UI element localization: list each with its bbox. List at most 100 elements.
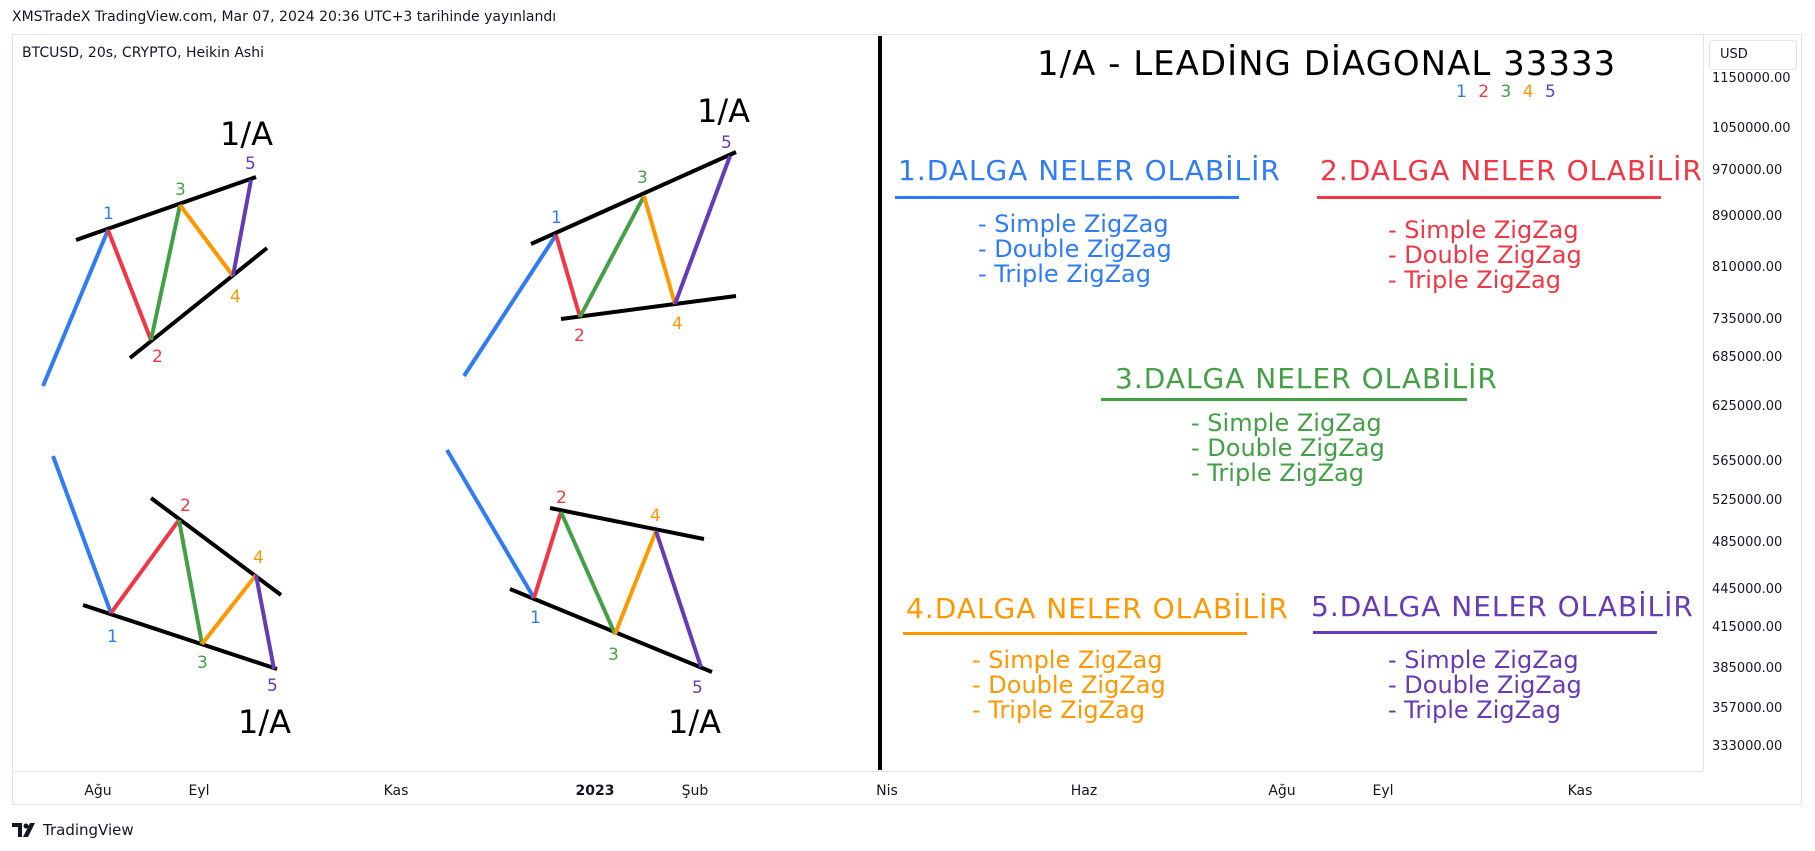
wave-5 [654,530,703,668]
upper-trendline [149,496,283,597]
wave-number-4: 4 [672,314,683,334]
upper-trendline [75,175,257,242]
wave-5-item-1: - Simple ZigZag [1388,646,1579,674]
wave-2 [106,229,153,341]
wave-2-heading: 2.DALGA NELER OLABİLİR [1320,154,1703,187]
diagram-bottom-right: 1 2 3 4 5 1/A [445,448,721,741]
price-tick: 685000.00 [1712,350,1783,365]
price-tick: 970000.00 [1712,163,1783,178]
wave-5-underline [1313,631,1657,634]
price-tick: 890000.00 [1712,209,1783,224]
wave-2 [554,234,582,318]
wave-1-item-2: - Double ZigZag [978,235,1172,263]
wave-3-item-2: - Double ZigZag [1191,434,1385,462]
time-tick: 2023 [575,783,615,799]
diagram-top-left: 1 2 3 4 5 1/A [41,115,273,387]
wave-4-item-2: - Double ZigZag [972,671,1166,699]
wave-5-item-2: - Double ZigZag [1388,671,1582,699]
wave-number-2: 2 [556,488,567,508]
time-tick: Kas [1567,783,1593,799]
wave-number-4: 4 [650,506,661,526]
wave-1-item-1: - Simple ZigZag [978,210,1169,238]
legend-5: 5 [1544,82,1559,102]
wave-5 [254,574,276,670]
wave-number-1: 1 [551,208,562,228]
lower-trendline [509,587,713,674]
wave-2-item-3: - Triple ZigZag [1388,266,1561,294]
wave-4-underline [903,632,1247,635]
upper-trendline [530,150,737,246]
price-tick: 1150000.00 [1712,71,1791,86]
title-legend: 1 2 3 4 5 [1456,82,1559,102]
time-tick: Şub [681,783,709,799]
price-tick: 565000.00 [1712,454,1783,469]
price-tick: 357000.00 [1712,701,1783,716]
wave-1 [51,455,113,614]
wave-3 [177,519,204,645]
wave-number-4: 4 [253,548,264,568]
wave-2-item-2: - Double ZigZag [1388,241,1582,269]
tradingview-logo[interactable]: TradingView [12,821,134,839]
time-axis[interactable] [13,771,1703,805]
price-tick: 445000.00 [1712,582,1783,597]
diagram-label: 1/A [220,115,273,153]
wave-1 [445,448,536,600]
wave-3 [578,195,646,318]
wave-number-2: 2 [152,347,163,367]
wave-3 [559,511,617,635]
wave-5-item-3: - Triple ZigZag [1388,696,1561,724]
wave-1 [462,233,558,378]
wave-number-2: 2 [180,496,191,516]
price-tick: 485000.00 [1712,535,1783,550]
price-tick: 735000.00 [1712,312,1783,327]
wave-number-5: 5 [692,678,703,698]
time-tick: Nis [876,783,898,799]
legend-4: 4 [1522,82,1537,102]
wave-2 [532,511,563,599]
time-tick: Eyl [1372,783,1394,799]
wave-number-2: 2 [574,326,585,346]
diagram-top-right: 1 2 3 4 5 1/A [462,92,750,378]
legend-1: 1 [1456,82,1470,102]
wave-5 [673,155,732,305]
diagram-label: 1/A [668,703,721,741]
price-tick: 1050000.00 [1712,121,1791,136]
wave-4 [613,530,658,635]
wave-5-heading: 5.DALGA NELER OLABİLİR [1311,590,1694,623]
price-tick: 810000.00 [1712,260,1783,275]
price-axis[interactable] [1703,34,1803,771]
wave-3-heading: 3.DALGA NELER OLABİLİR [1115,362,1498,395]
wave-number-3: 3 [175,180,186,200]
tradingview-logo-icon [12,823,35,837]
wave-4 [200,573,258,646]
brand-name: TradingView [43,821,134,839]
legend-2: 2 [1478,82,1493,102]
wave-number-1: 1 [530,608,541,628]
time-tick: Haz [1070,783,1098,799]
lower-trendline [128,246,269,360]
wave-3-item-3: - Triple ZigZag [1191,459,1364,487]
wave-number-1: 1 [107,627,118,647]
wave-number-1: 1 [103,204,114,224]
wave-4-item-3: - Triple ZigZag [972,696,1145,724]
legend-3: 3 [1500,82,1515,102]
wave-3-item-1: - Simple ZigZag [1191,409,1382,437]
wave-1 [41,229,110,387]
currency-button[interactable]: USD [1709,40,1797,70]
wave-number-3: 3 [637,168,648,188]
lower-trendline [560,294,737,321]
time-tick: Ağu [84,783,112,799]
wave-1-underline [895,196,1239,199]
symbol-info[interactable]: BTCUSD, 20s, CRYPTO, Heikin Ashi [22,45,264,61]
wave-number-4: 4 [230,287,241,307]
wave-2 [109,518,181,615]
wave-number-5: 5 [721,133,732,153]
price-tick: 333000.00 [1712,739,1783,754]
wave-3-underline [1101,398,1467,401]
price-tick: 525000.00 [1712,493,1783,508]
wave-number-5: 5 [267,676,278,696]
price-tick: 625000.00 [1712,399,1783,414]
wave-number-5: 5 [245,154,256,174]
time-tick: Ağu [1268,783,1296,799]
wave-drawing[interactable]: 1 2 3 4 5 1/A 1 2 3 4 5 1/A 1 2 3 4 5 1/… [12,34,1702,771]
